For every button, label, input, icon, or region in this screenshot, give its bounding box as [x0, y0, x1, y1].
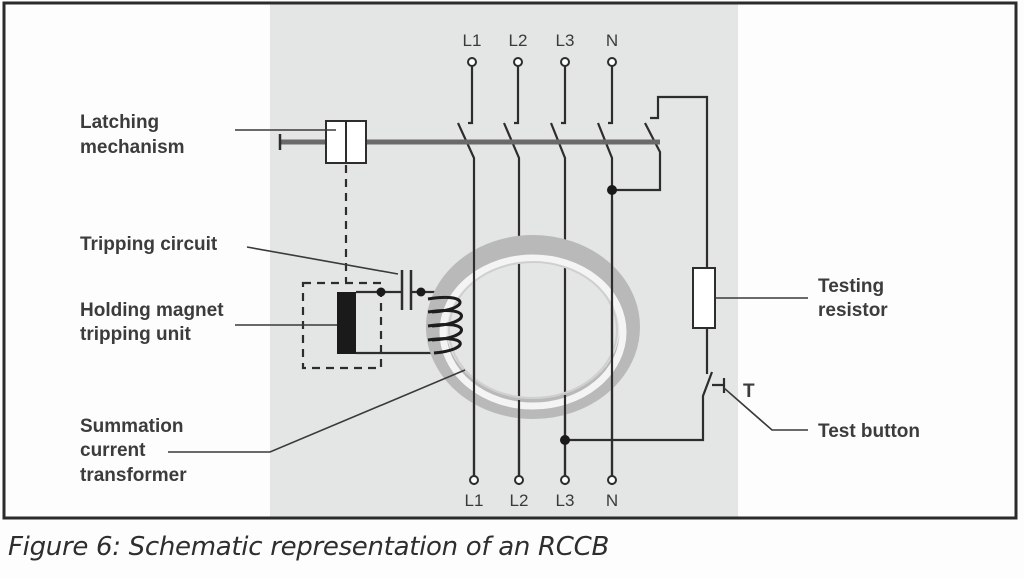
terminal-label-top-l2: L2 — [509, 31, 528, 50]
testing-resistor — [692, 267, 716, 329]
terminal-bottom-l2 — [514, 475, 524, 485]
terminal-top-l3 — [560, 57, 570, 67]
terminal-label-bottom-l3: L3 — [556, 491, 575, 510]
coil-winding — [427, 295, 463, 355]
test-switch-marker: T — [743, 381, 755, 402]
label-latching-line2: mechanism — [80, 137, 185, 158]
junction-n — [607, 185, 617, 195]
component-labels: Latching mechanism Tripping circuit Hold… — [80, 112, 920, 486]
leader-lines — [168, 129, 808, 453]
terminal-label-bottom-l1: L1 — [465, 491, 484, 510]
junction-l3 — [560, 435, 570, 445]
label-testing-resistor-line1: Testing — [818, 276, 884, 297]
terminal-label-top-n: N — [606, 31, 618, 50]
figure-frame — [2, 1, 1018, 520]
label-tripping-circuit: Tripping circuit — [80, 234, 218, 255]
label-holding-magnet-line2: tripping unit — [80, 324, 191, 345]
leader-summation-ct — [168, 369, 466, 453]
terminal-bottom-n — [607, 475, 617, 485]
junction-capacitor-right — [416, 287, 426, 297]
terminal-label-bottom-l2: L2 — [510, 491, 529, 510]
contact-l3 — [549, 66, 567, 485]
terminal-top-n — [607, 57, 617, 67]
contact-l2 — [502, 66, 521, 485]
label-summation-line3: transformer — [80, 465, 187, 486]
terminal-bottom-l3 — [560, 475, 570, 485]
terminal-label-top-l3: L3 — [556, 31, 575, 50]
terminal-top-l1 — [467, 57, 477, 67]
label-latching-line1: Latching — [80, 112, 159, 133]
toroid-inner-edge — [448, 261, 618, 399]
latching-mechanism — [278, 120, 660, 282]
contact-test-aux — [612, 95, 709, 270]
terminal-top-l2 — [513, 57, 523, 67]
label-summation-line1: Summation — [80, 416, 183, 437]
figure-caption: Figure 6: Schematic representation of an… — [8, 532, 609, 562]
leader-test-button — [723, 387, 808, 431]
test-button-actuator — [712, 378, 726, 393]
test-circuit: T — [560, 267, 755, 445]
bottom-terminals: L1 L2 L3 N — [465, 475, 618, 510]
terminal-bottom-l1 — [469, 475, 479, 485]
label-holding-magnet-line1: Holding magnet — [80, 300, 224, 321]
junction-capacitor-left — [376, 287, 386, 297]
magnet-block — [337, 292, 356, 354]
leader-tripping-circuit — [246, 246, 399, 275]
terminal-label-top-l1: L1 — [463, 31, 482, 50]
label-test-button: Test button — [818, 421, 920, 442]
label-testing-resistor-line2: resistor — [818, 300, 888, 321]
terminal-label-bottom-n: N — [606, 491, 618, 510]
label-summation-line2: current — [80, 440, 146, 461]
test-wire-lower — [565, 328, 714, 442]
toroid-highlight — [439, 254, 627, 410]
summation-current-transformer — [426, 200, 640, 485]
